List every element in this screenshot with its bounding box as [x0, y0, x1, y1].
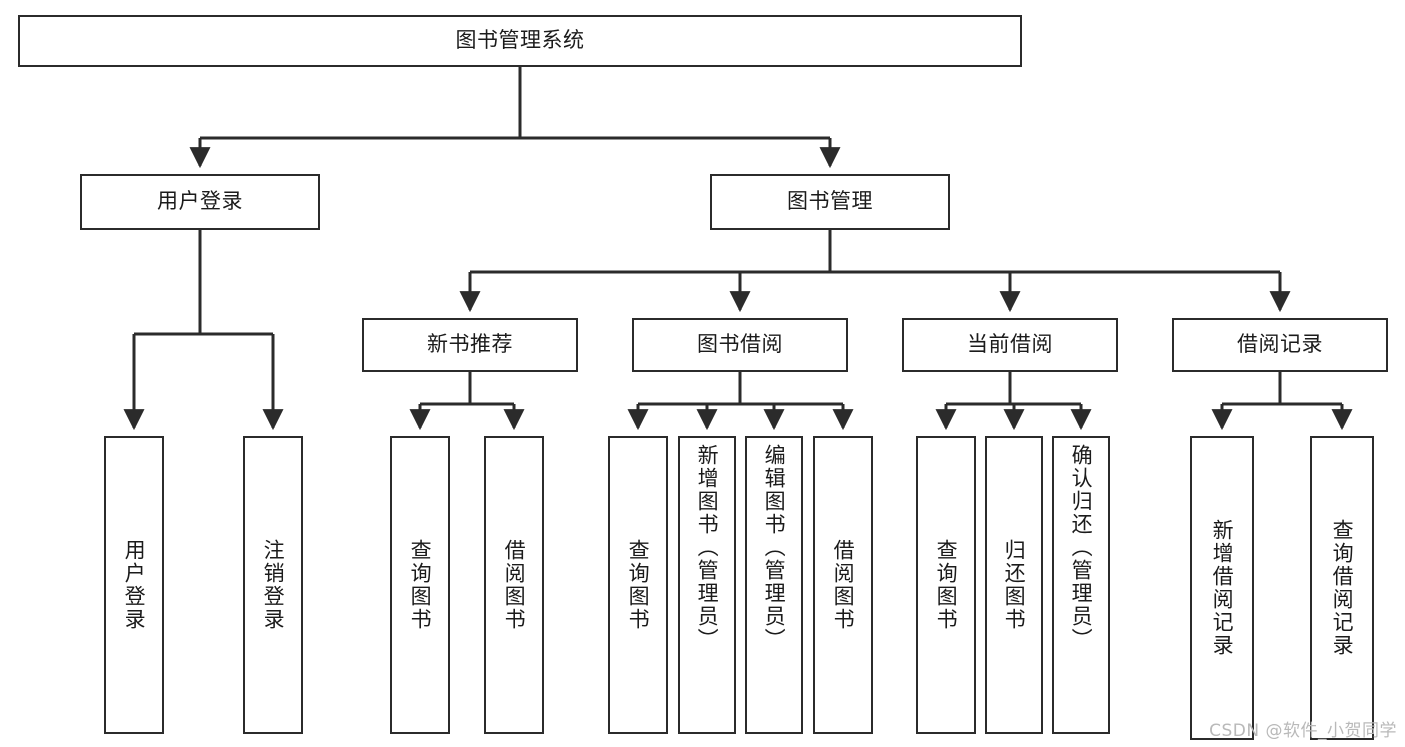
node-user-login-label: 用户登录	[157, 189, 243, 214]
node-book-borrow-label: 图书借阅	[697, 332, 783, 357]
node-new-book-recommend[interactable]: 新书推荐	[362, 318, 578, 372]
leaf-add-book-admin-label: 新增图书（管理员）	[695, 444, 720, 651]
leaf-return-book-label: 归还图书	[1002, 539, 1027, 631]
leaf-logout-label: 注销登录	[261, 539, 286, 631]
leaf-logout[interactable]: 注销登录	[243, 436, 303, 734]
leaf-edit-book-admin-label: 编辑图书（管理员）	[762, 444, 787, 651]
node-borrow-record[interactable]: 借阅记录	[1172, 318, 1388, 372]
leaf-return-book[interactable]: 归还图书	[985, 436, 1043, 734]
node-borrow-record-label: 借阅记录	[1237, 332, 1323, 357]
node-root-label: 图书管理系统	[455, 28, 585, 53]
leaf-borrow-book[interactable]: 借阅图书	[813, 436, 873, 734]
leaf-query-book-recommend-label: 查询图书	[408, 539, 433, 631]
node-user-login[interactable]: 用户登录	[80, 174, 320, 230]
watermark: CSDN @软件_小贺同学	[1209, 721, 1397, 741]
leaf-add-book-admin[interactable]: 新增图书（管理员）	[678, 436, 736, 734]
leaf-query-book-borrow-label: 查询图书	[626, 539, 651, 631]
node-new-book-recommend-label: 新书推荐	[427, 332, 513, 357]
leaf-query-borrow-record-label: 查询借阅记录	[1330, 519, 1355, 657]
leaf-borrow-book-recommend[interactable]: 借阅图书	[484, 436, 544, 734]
node-root[interactable]: 图书管理系统	[18, 15, 1022, 67]
leaf-borrow-book-label: 借阅图书	[831, 539, 856, 631]
leaf-add-borrow-record-label: 新增借阅记录	[1210, 519, 1235, 657]
leaf-query-book-borrow[interactable]: 查询图书	[608, 436, 668, 734]
leaf-query-borrow-record[interactable]: 查询借阅记录	[1310, 436, 1374, 740]
node-current-borrow[interactable]: 当前借阅	[902, 318, 1118, 372]
leaf-edit-book-admin[interactable]: 编辑图书（管理员）	[745, 436, 803, 734]
leaf-confirm-return-admin[interactable]: 确认归还（管理员）	[1052, 436, 1110, 734]
leaf-confirm-return-admin-label: 确认归还（管理员）	[1069, 444, 1094, 651]
node-book-manage[interactable]: 图书管理	[710, 174, 950, 230]
leaf-query-book-current-label: 查询图书	[934, 539, 959, 631]
leaf-borrow-book-recommend-label: 借阅图书	[502, 539, 527, 631]
leaf-add-borrow-record[interactable]: 新增借阅记录	[1190, 436, 1254, 740]
leaf-user-login-label: 用户登录	[122, 539, 147, 631]
leaf-user-login[interactable]: 用户登录	[104, 436, 164, 734]
node-current-borrow-label: 当前借阅	[967, 332, 1053, 357]
leaf-query-book-current[interactable]: 查询图书	[916, 436, 976, 734]
leaf-query-book-recommend[interactable]: 查询图书	[390, 436, 450, 734]
node-book-borrow[interactable]: 图书借阅	[632, 318, 848, 372]
node-book-manage-label: 图书管理	[787, 189, 873, 214]
